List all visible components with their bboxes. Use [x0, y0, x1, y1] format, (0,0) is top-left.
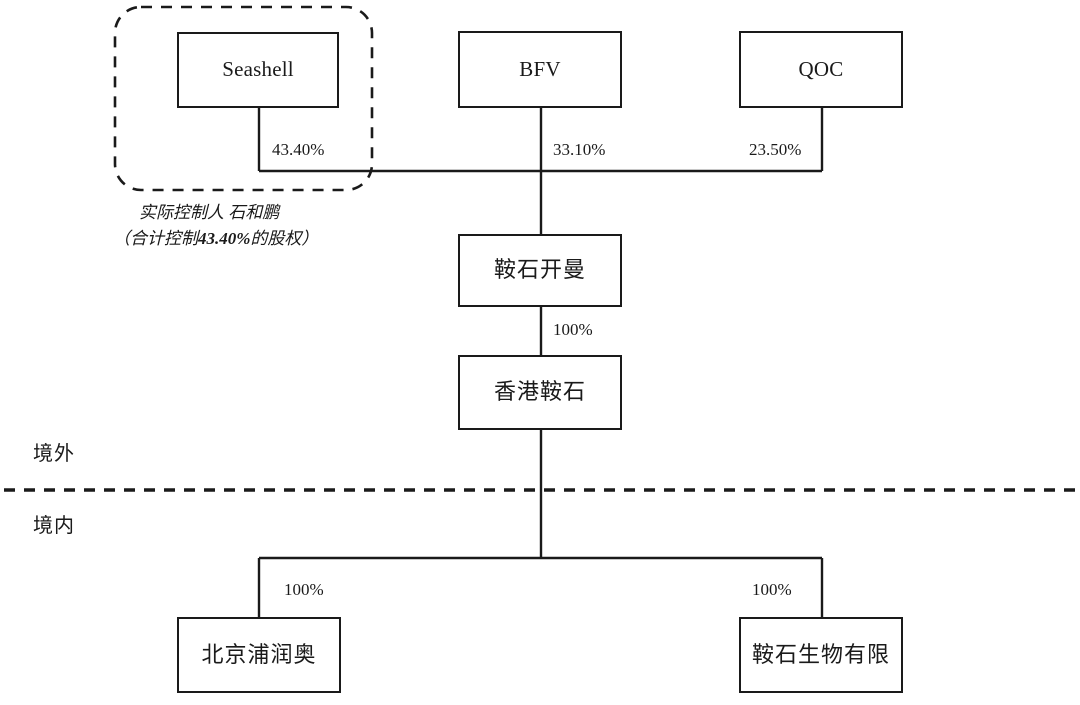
controlling-person-annotation: 实际控制人 石和鹏 （合计控制43.40%的股权）: [113, 200, 318, 253]
entity-box-anshi-bio[interactable]: 鞍石生物有限: [739, 617, 903, 693]
edge-label-qoc-percent: 23.50%: [749, 140, 802, 159]
entity-box-anshi-cayman[interactable]: 鞍石开曼: [458, 234, 622, 307]
region-label-domestic: 境内: [33, 515, 75, 537]
entity-box-seashell[interactable]: Seashell: [177, 32, 339, 108]
entity-label-beijing-purunao: 北京浦润奥: [201, 641, 317, 667]
edge-label-cayman-to-hongkong-percent: 100%: [553, 320, 593, 339]
entity-box-hongkong-anshi[interactable]: 香港鞍石: [458, 355, 622, 430]
edge-label-bfv-percent: 33.10%: [553, 140, 606, 159]
entity-label-qoc: QOC: [798, 56, 844, 81]
edge-label-seashell-percent: 43.40%: [272, 140, 325, 159]
entity-label-seashell: Seashell: [222, 57, 294, 82]
edge-label-hongkong-to-anshibio-percent: 100%: [752, 580, 792, 599]
controlling-person-line2-percent: 43.40%: [198, 229, 251, 249]
entity-box-qoc[interactable]: QOC: [739, 31, 903, 108]
edge-label-hongkong-to-purunao-percent: 100%: [284, 580, 324, 599]
entity-label-hongkong-anshi: 香港鞍石: [493, 379, 586, 405]
entity-box-beijing-purunao[interactable]: 北京浦润奥: [177, 617, 341, 693]
controlling-person-line2: （合计控制43.40%的股权）: [113, 226, 318, 252]
controlling-person-line2-suffix: 的股权）: [250, 229, 319, 249]
entity-label-bfv: BFV: [519, 56, 561, 81]
entity-box-bfv[interactable]: BFV: [458, 31, 622, 108]
controlling-person-line1: 实际控制人 石和鹏: [139, 203, 280, 222]
region-label-overseas: 境外: [33, 443, 75, 465]
entity-label-anshi-bio: 鞍石生物有限: [751, 641, 890, 667]
entity-label-anshi-cayman: 鞍石开曼: [493, 257, 586, 283]
controlling-shareholder-highlight: [113, 5, 374, 192]
controlling-person-line2-prefix: （合计控制: [113, 229, 198, 249]
